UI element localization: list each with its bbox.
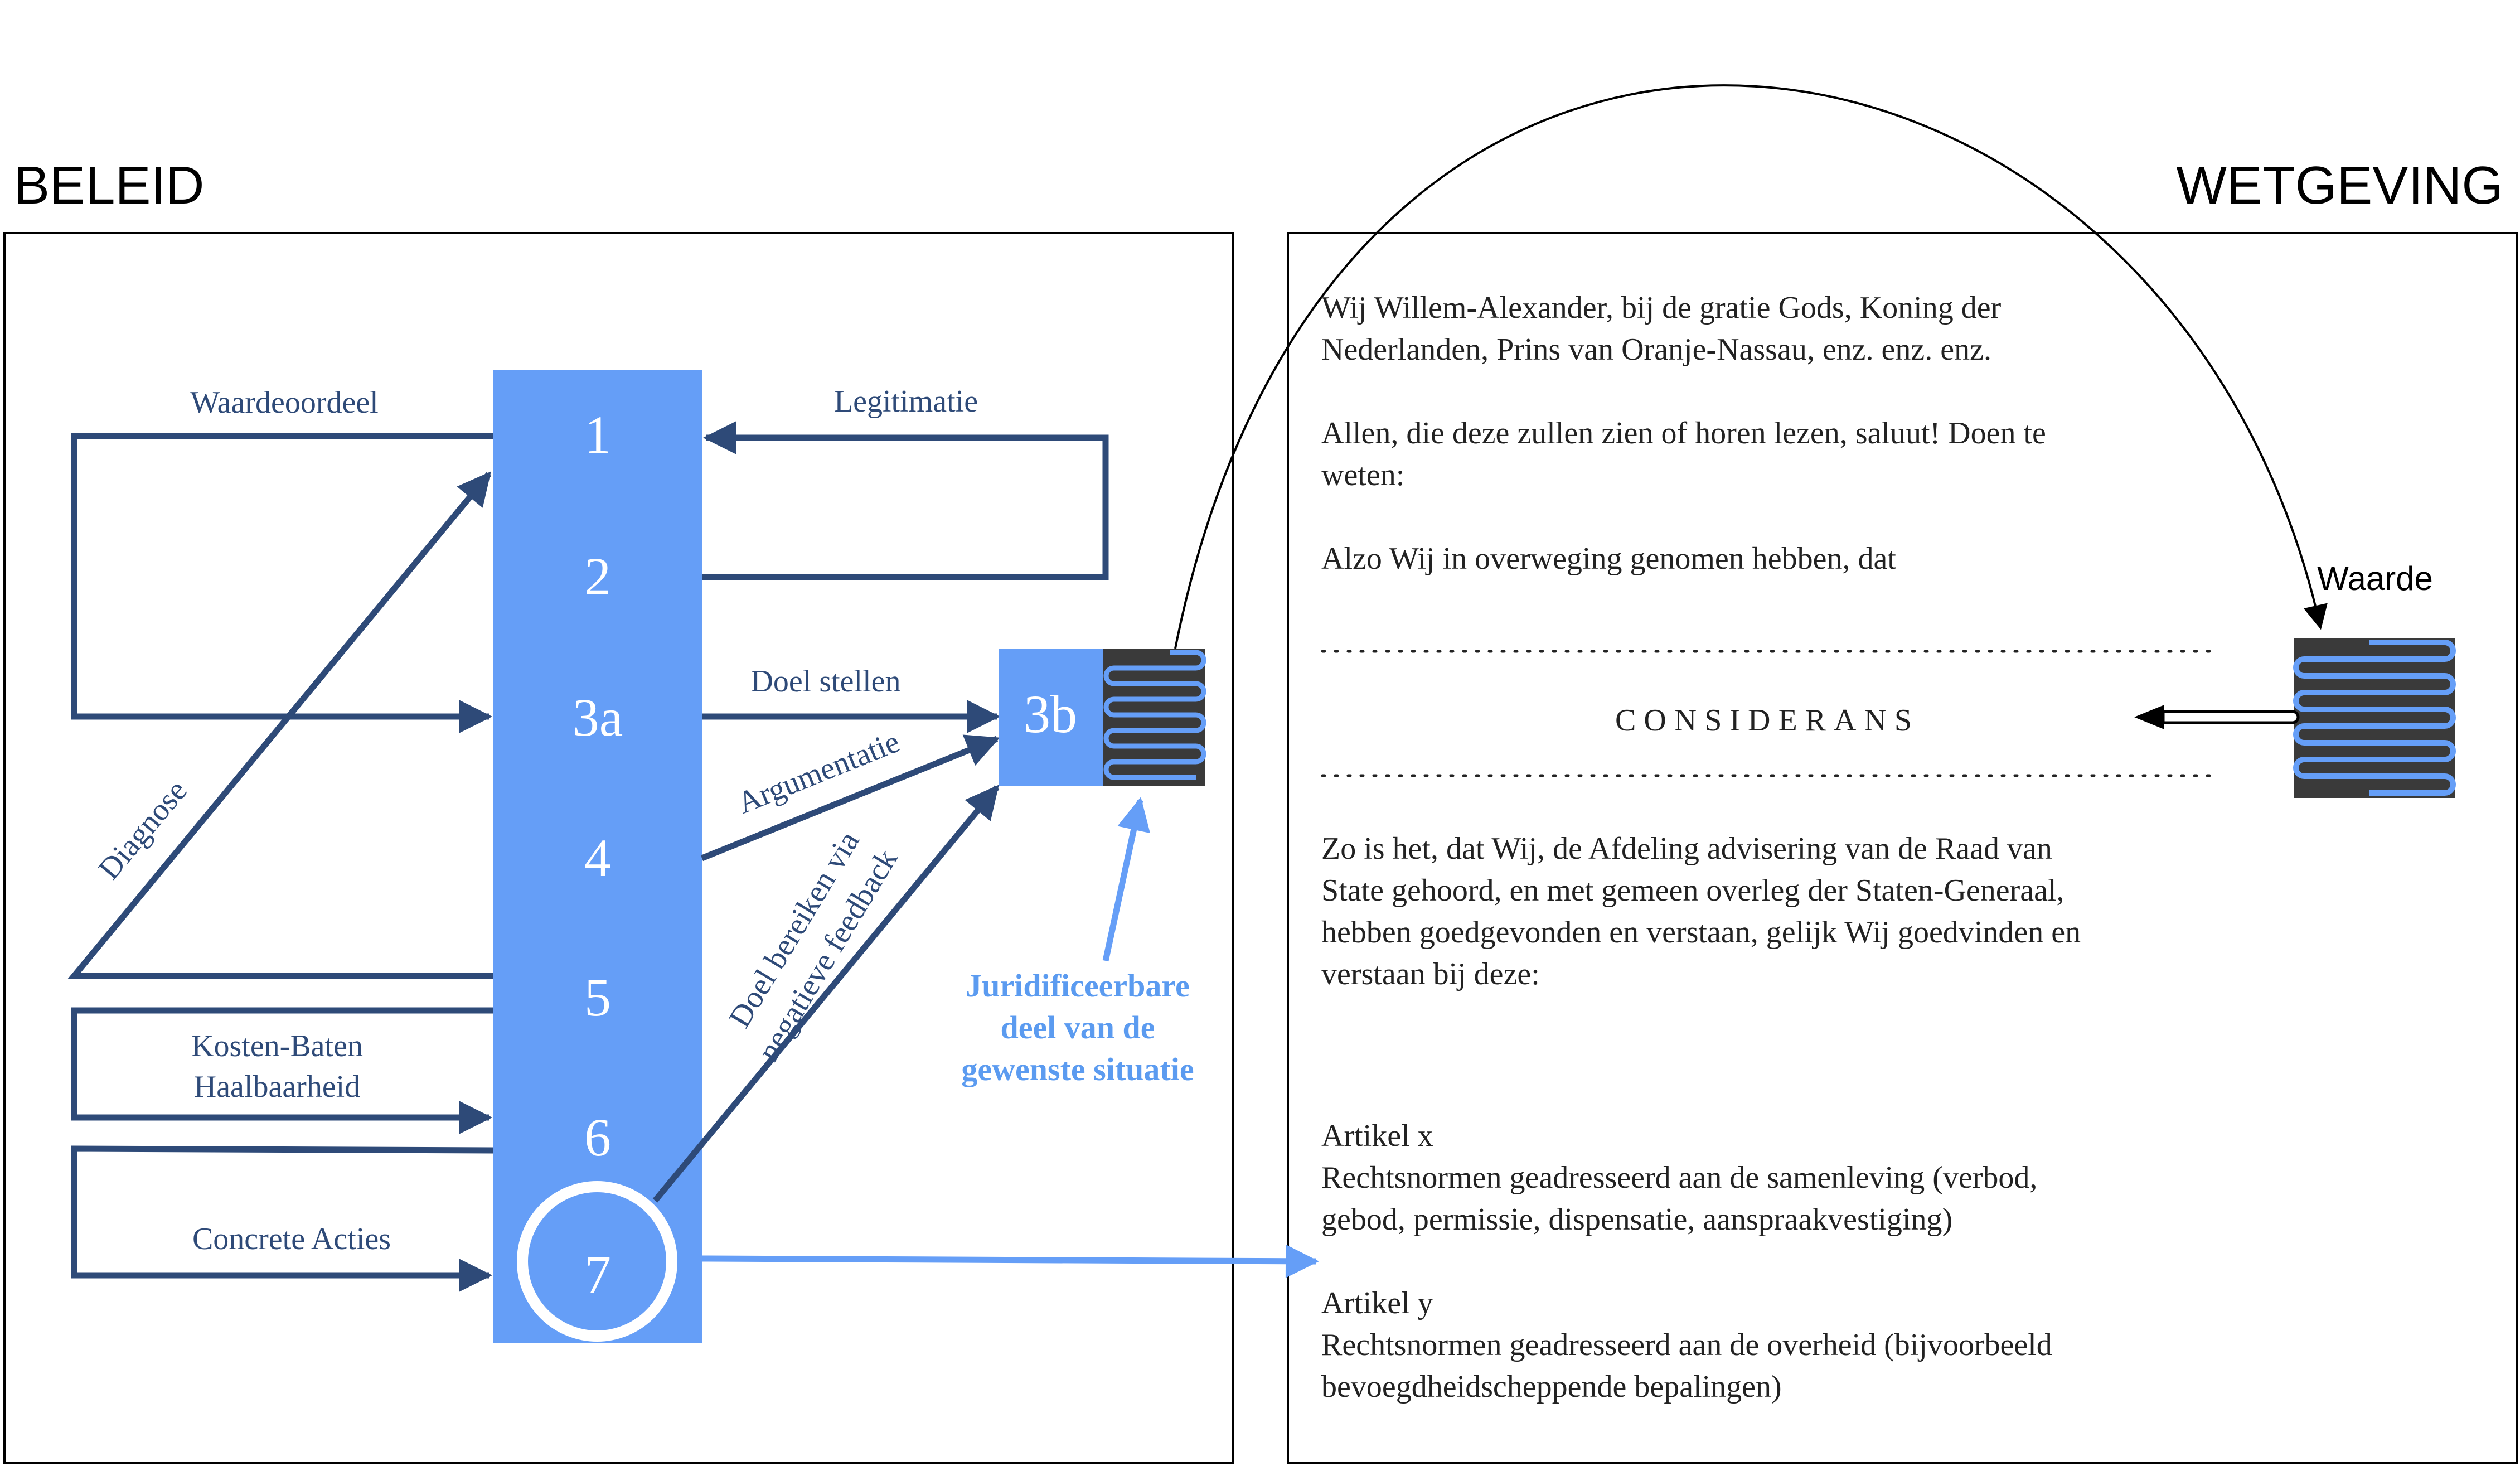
- value-transfer-arc: [1174, 84, 2328, 649]
- waardeoordeel-label: Waardeoordeel: [190, 385, 379, 420]
- kosten-baten-label: Kosten-Baten: [191, 1029, 363, 1063]
- legitimatie-loop: [702, 421, 1109, 580]
- preamble-line-1: Wij Willem-Alexander, bij de gratie Gods…: [1321, 291, 2002, 325]
- argumentatie-label: Argumentatie: [733, 724, 904, 820]
- step-2: 2: [584, 546, 611, 606]
- artikel-y-line-1: Rechtsnormen geadresseerd aan de overhei…: [1321, 1328, 2052, 1362]
- waarde-to-considerans-shaft: [2162, 710, 2300, 724]
- waarde-coil-bg: [2294, 638, 2455, 798]
- artikel-x-title: Artikel x: [1321, 1119, 1433, 1153]
- waardeoordeel-loop: [71, 433, 493, 733]
- step-7-circle: [517, 1181, 677, 1342]
- juridificeerbare-label-3: gewenste situatie: [961, 1051, 1194, 1087]
- preamble-line-2: Nederlanden, Prins van Oranje-Nassau, en…: [1321, 332, 1991, 367]
- kosten-baten-loop: [71, 1007, 493, 1134]
- waarde-to-considerans-arrowhead: [2134, 705, 2164, 729]
- greeting-line-2: weten:: [1321, 458, 1404, 492]
- target-box-3b: [999, 649, 1103, 786]
- alzo-line: Alzo Wij in overweging genomen hebben, d…: [1321, 541, 1896, 576]
- argumentatie-arrow: [700, 734, 1000, 862]
- header-beleid: BELEID: [14, 156, 204, 215]
- header-wetgeving: WETGEVING: [2176, 156, 2503, 215]
- concrete-acties-label: Concrete Acties: [192, 1222, 391, 1256]
- greeting-line-1: Allen, die deze zullen zien of horen lez…: [1321, 416, 2046, 451]
- waarde-coil-icon: [2293, 640, 2456, 796]
- artikel-y-title: Artikel y: [1321, 1286, 1433, 1320]
- beleid-panel: [3, 232, 1234, 1464]
- step-1: 1: [584, 405, 611, 465]
- juridificeerbare-coil-icon: [1103, 650, 1206, 780]
- diagnose-label: Diagnose: [91, 773, 193, 886]
- considerans-heading: CONSIDERANS: [1615, 703, 1920, 738]
- waarde-label: Waarde: [2317, 560, 2433, 597]
- artikel-x-line-2: gebod, permissie, dispensatie, aanspraak…: [1321, 1202, 1952, 1237]
- juridificeerbare-label-2: deel van de: [1000, 1009, 1155, 1046]
- legitimatie-label: Legitimatie: [834, 384, 978, 419]
- juridificeerbare-arrow: [1102, 797, 1150, 962]
- zo-is-het-line-4: verstaan bij deze:: [1321, 957, 1540, 991]
- step-5: 5: [584, 967, 611, 1027]
- concrete-acties-loop: [71, 1145, 494, 1292]
- wetgeving-panel: [1287, 232, 2518, 1464]
- doel-stellen-label: Doel stellen: [750, 664, 900, 699]
- doel-bereiken-arrow: [652, 785, 1000, 1203]
- zo-is-het-line-3: hebben goedgevonden en verstaan, gelijk …: [1321, 915, 2081, 950]
- artikel-x-line-1: Rechtsnormen geadresseerd aan de samenle…: [1321, 1160, 2037, 1195]
- target-box-3b-label: 3b: [1024, 684, 1077, 744]
- diagnose-line: [67, 471, 493, 979]
- zo-is-het-line-1: Zo is het, dat Wij, de Afdeling adviseri…: [1321, 831, 2052, 866]
- artikel-y-line-2: bevoegdheidscheppende bepalingen): [1321, 1370, 1782, 1404]
- acties-to-artikel-arrow: [701, 1244, 1319, 1278]
- haalbaarheid-label: Haalbaarheid: [194, 1070, 360, 1104]
- step-6: 6: [584, 1107, 611, 1167]
- step-3a: 3a: [573, 688, 623, 747]
- juridificeerbare-label-1: Juridificeerbare: [966, 967, 1190, 1004]
- step-4: 4: [584, 828, 611, 888]
- step-7: 7: [584, 1245, 611, 1304]
- zo-is-het-line-2: State gehoord, en met gemeen overleg der…: [1321, 873, 2065, 908]
